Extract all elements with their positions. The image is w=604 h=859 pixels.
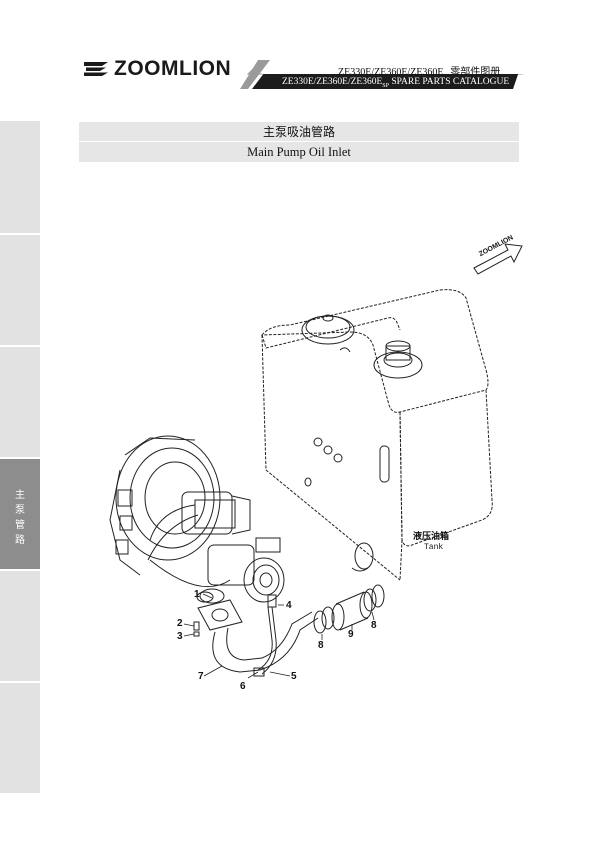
callout-6: 6 <box>240 681 246 692</box>
tank-label-en: Tank <box>424 543 443 552</box>
bolt <box>193 621 200 637</box>
title-divider <box>79 141 519 142</box>
callout-2: 2 <box>177 618 183 629</box>
tank-breather-cap <box>373 340 423 379</box>
sidebar-label-char: 路 <box>15 535 25 546</box>
tank-ports <box>304 437 390 487</box>
direction-arrow-icon <box>473 243 523 275</box>
page-title-box: 主泵吸油管路 Main Pump Oil Inlet <box>79 122 519 162</box>
header-model-en-sub: SP <box>382 82 389 89</box>
sidebar-label-char: 泵 <box>15 505 25 516</box>
callout-1: 1 <box>194 589 200 600</box>
callout-5: 5 <box>291 671 297 682</box>
header-model-cn-sub: SP <box>443 74 451 80</box>
tank-suction-outlet <box>351 542 374 572</box>
sidebar-tab-1[interactable] <box>0 121 40 235</box>
callout-8b: 8 <box>371 620 377 631</box>
zoomlion-logo: ZOOMLION <box>82 57 232 80</box>
leader-lines <box>183 593 375 679</box>
header-model-cn: ZE330E/ZE360E/ZE360ESP零部件图册 <box>338 63 500 80</box>
header-model-cn-text: ZE330E/ZE360E/ZE360E <box>338 67 444 78</box>
sidebar-active-label: 主 泵 管 路 <box>0 488 40 548</box>
sidebar-label-char: 主 <box>15 490 25 501</box>
zoomlion-logo-icon <box>84 62 108 76</box>
callout-9: 9 <box>348 629 354 640</box>
hydraulic-tank <box>260 289 493 581</box>
drain-hose <box>253 594 277 677</box>
header-model-en: ZE330E/ZE360E/ZE360ESP SPARE PARTS CATAL… <box>282 77 509 89</box>
sidebar-tab-active[interactable] <box>0 459 40 571</box>
sidebar-tab-6[interactable] <box>0 683 40 795</box>
suction-flange <box>197 588 243 631</box>
callout-3: 3 <box>177 631 183 642</box>
main-pump <box>147 491 285 603</box>
tank-lid <box>301 314 355 353</box>
callout-4: 4 <box>286 600 292 611</box>
callout-7: 7 <box>198 671 204 682</box>
header-band <box>240 60 523 89</box>
header-model-en-text: ZE330E/ZE360E/ZE360E <box>282 77 383 87</box>
tank-label-cn: 液压油箱 <box>413 530 449 541</box>
page-title-en: Main Pump Oil Inlet <box>247 145 351 159</box>
sidebar-label-char: 管 <box>15 520 25 531</box>
sidebar-tab-2[interactable] <box>0 235 40 347</box>
engine-flywheel-housing <box>109 435 221 576</box>
suction-elbow-pipe <box>212 611 319 673</box>
page-title-cn: 主泵吸油管路 <box>262 125 335 139</box>
header-model-en-suffix: SPARE PARTS CATALOGUE <box>388 77 510 87</box>
hose-clamp <box>363 584 385 612</box>
sidebar-tab-5[interactable] <box>0 571 40 683</box>
sidebar-tab-3[interactable] <box>0 347 40 459</box>
o-ring <box>196 591 214 603</box>
brand-name: ZOOMLION <box>114 57 232 80</box>
callout-8a: 8 <box>318 640 324 651</box>
header-model-cn-suffix: 零部件图册 <box>450 67 501 78</box>
hose-clamp <box>313 606 335 634</box>
